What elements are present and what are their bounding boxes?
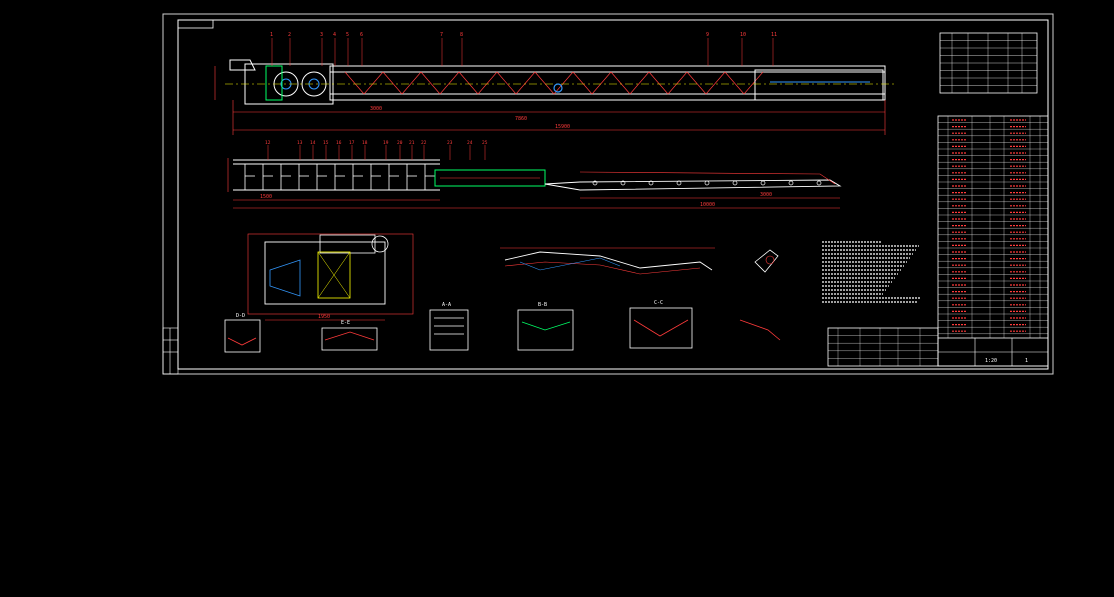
truss-diagonal xyxy=(572,71,593,95)
balloon-label: 15 xyxy=(323,140,329,146)
truss-diagonal xyxy=(344,71,365,95)
balloon-label: 11 xyxy=(771,32,777,38)
balloon-label: 10 xyxy=(740,32,746,38)
title-block-sheet: 1 xyxy=(1025,358,1028,364)
balloon-label: 19 xyxy=(383,140,389,146)
idler-roller xyxy=(788,180,794,186)
dim-top-left: 3000 xyxy=(370,106,382,112)
balloon-label: 23 xyxy=(447,140,453,146)
idler-roller xyxy=(676,180,682,186)
idler-roller xyxy=(704,180,710,186)
dim-lower-total: 10000 xyxy=(700,202,715,208)
parts-list-main xyxy=(937,115,1049,367)
balloon-label: 14 xyxy=(310,140,316,146)
truss-diagonal xyxy=(477,71,498,95)
truss-diagonal xyxy=(724,71,745,95)
idler-roller xyxy=(816,180,822,186)
technical-notes-block xyxy=(822,241,920,303)
balloon-label: 3 xyxy=(320,32,323,38)
plan-view-drive: 1950 xyxy=(247,233,414,321)
balloon-label: 24 xyxy=(467,140,473,146)
title-block-scale: 1:20 xyxy=(985,358,997,364)
parts-list-small xyxy=(939,32,1038,94)
dim-plan-width: 1950 xyxy=(318,314,330,320)
truss-diagonal xyxy=(629,71,650,95)
idler-roller xyxy=(760,180,766,186)
section-label-e: E-E xyxy=(341,320,350,326)
balloon-label: 13 xyxy=(297,140,303,146)
balloon-label: 16 xyxy=(336,140,342,146)
idler-roller xyxy=(620,180,626,186)
truss-diagonal xyxy=(705,71,726,95)
section-views: D-D E-E A-A B-B C-C xyxy=(224,300,781,353)
dim-mid-left: 1500 xyxy=(260,194,272,200)
top-elevation-view: 3000 7860 15900 1 2 3 4 5 6 7 8 9 10 11 xyxy=(214,32,895,135)
detail-profile xyxy=(500,247,779,275)
dim-top-total: 15900 xyxy=(555,124,570,130)
balloon-label: 22 xyxy=(421,140,427,146)
truss-diagonal xyxy=(534,71,555,95)
bottom-parts-list xyxy=(827,327,939,367)
section-label-c: C-C xyxy=(654,300,663,306)
balloon-label: 25 xyxy=(482,140,488,146)
truss-diagonal xyxy=(458,71,479,95)
truss-diagonal xyxy=(515,71,536,95)
truss-diagonal xyxy=(382,71,403,95)
idler-roller xyxy=(732,180,738,186)
truss-diagonal xyxy=(610,71,631,95)
truss-diagonal xyxy=(420,71,441,95)
balloon-label: 5 xyxy=(346,32,349,38)
balloon-label: 18 xyxy=(362,140,368,146)
balloon-label: 9 xyxy=(706,32,709,38)
sheet-outer-border xyxy=(162,13,1054,375)
title-block: 1:20 1 xyxy=(937,337,1049,367)
balloon-label: 8 xyxy=(460,32,463,38)
truss-diagonal xyxy=(363,71,384,95)
truss-diagonal xyxy=(591,71,612,95)
dim-mid-right: 3000 xyxy=(760,192,772,198)
truss-diagonal xyxy=(686,71,707,95)
truss-diagonal xyxy=(743,71,764,95)
truss-diagonal xyxy=(648,71,669,95)
balloon-label: 21 xyxy=(409,140,415,146)
truss-diagonal xyxy=(496,71,517,95)
balloon-label: 6 xyxy=(360,32,363,38)
balloon-label: 2 xyxy=(288,32,291,38)
truss-diagonal xyxy=(439,71,460,95)
idler-roller xyxy=(648,180,654,186)
truss-diagonal xyxy=(667,71,688,95)
section-label-a: A-A xyxy=(442,302,451,308)
truss-diagonal xyxy=(401,71,422,95)
mid-elevation-view: 1500 10000 3000 12 13 14 15 16 17 18 19 20 21 22 23… xyxy=(227,140,842,209)
corner-tab xyxy=(177,19,214,29)
balloon-label: 20 xyxy=(397,140,403,146)
balloon-label: 12 xyxy=(265,140,271,146)
section-label-d: D-D xyxy=(236,313,245,319)
idler-roller xyxy=(592,180,598,186)
balloon-label: 7 xyxy=(440,32,443,38)
revision-strip xyxy=(162,327,179,375)
dim-top-mid: 7860 xyxy=(515,116,527,122)
balloon-label: 4 xyxy=(333,32,336,38)
balloon-label: 1 xyxy=(270,32,273,38)
balloon-label: 17 xyxy=(349,140,355,146)
truss-diagonal xyxy=(553,71,574,95)
section-label-b: B-B xyxy=(538,302,547,308)
